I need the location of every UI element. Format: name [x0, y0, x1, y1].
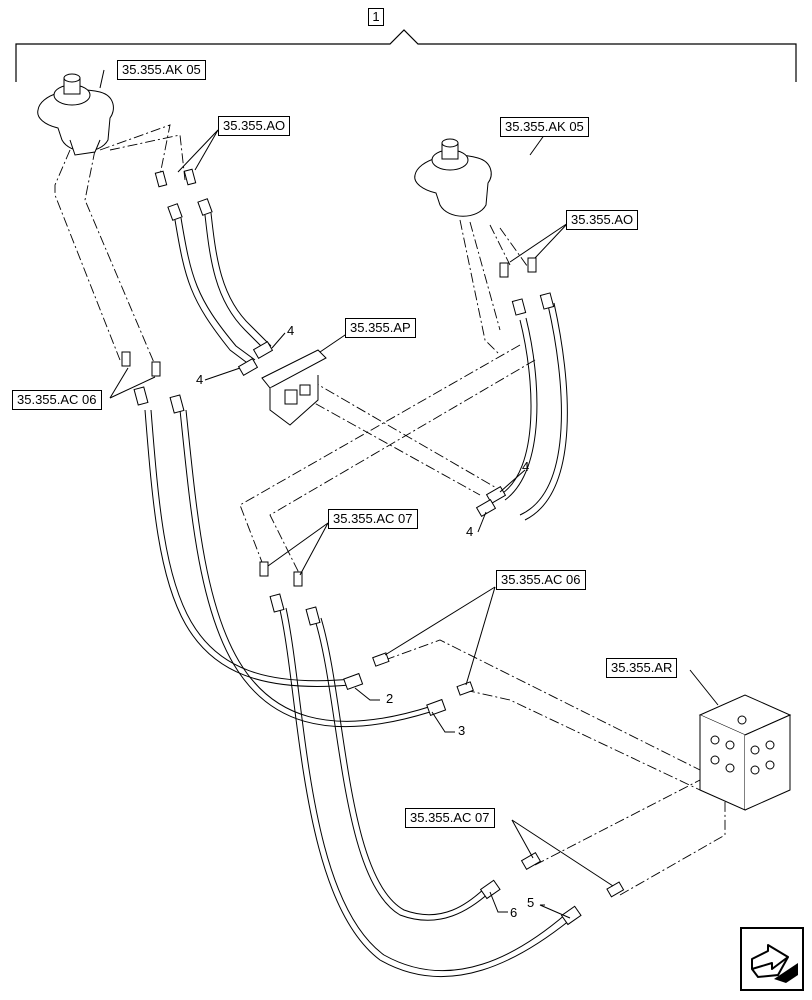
manifold-block-ar [698, 694, 792, 811]
callout-hose4-upper-a: 4 [287, 323, 295, 338]
ref-ao-right[interactable]: 35.355.AO [566, 210, 639, 230]
joystick-right [414, 138, 492, 217]
leader-lines [99, 69, 719, 919]
hoses [144, 212, 571, 978]
callout-hose4-right-b: 4 [466, 524, 474, 539]
callout-hose5: 5 [527, 895, 535, 910]
callout-hose2: 2 [386, 691, 394, 706]
ref-ap[interactable]: 35.355.AP [345, 318, 416, 338]
ref-ak05-right[interactable]: 35.355.AK 05 [500, 117, 589, 137]
connection-lines [54, 124, 726, 896]
ref-ac07-bottom[interactable]: 35.355.AC 07 [405, 808, 495, 828]
assembly-bracket [15, 29, 797, 82]
ref-ac06-left[interactable]: 35.355.AC 06 [12, 390, 102, 410]
next-page-arrow-icon[interactable] [740, 927, 804, 991]
ref-ak05-left[interactable]: 35.355.AK 05 [117, 60, 206, 80]
fittings [121, 168, 625, 926]
ref-ac07-top[interactable]: 35.355.AC 07 [328, 509, 418, 529]
ref-ar[interactable]: 35.355.AR [606, 658, 678, 678]
ref-ao-left[interactable]: 35.355.AO [218, 116, 291, 136]
callout-hose6: 6 [510, 905, 518, 920]
ref-ac06-mid[interactable]: 35.355.AC 06 [496, 570, 586, 590]
callout-hose4-right-a: 4 [522, 459, 530, 474]
callout-hose4-upper-b: 4 [196, 372, 204, 387]
assembly-item-number: 1 [368, 8, 384, 26]
joystick-left [37, 73, 114, 156]
valve-block-ap [261, 349, 327, 426]
callout-hose3: 3 [458, 723, 466, 738]
